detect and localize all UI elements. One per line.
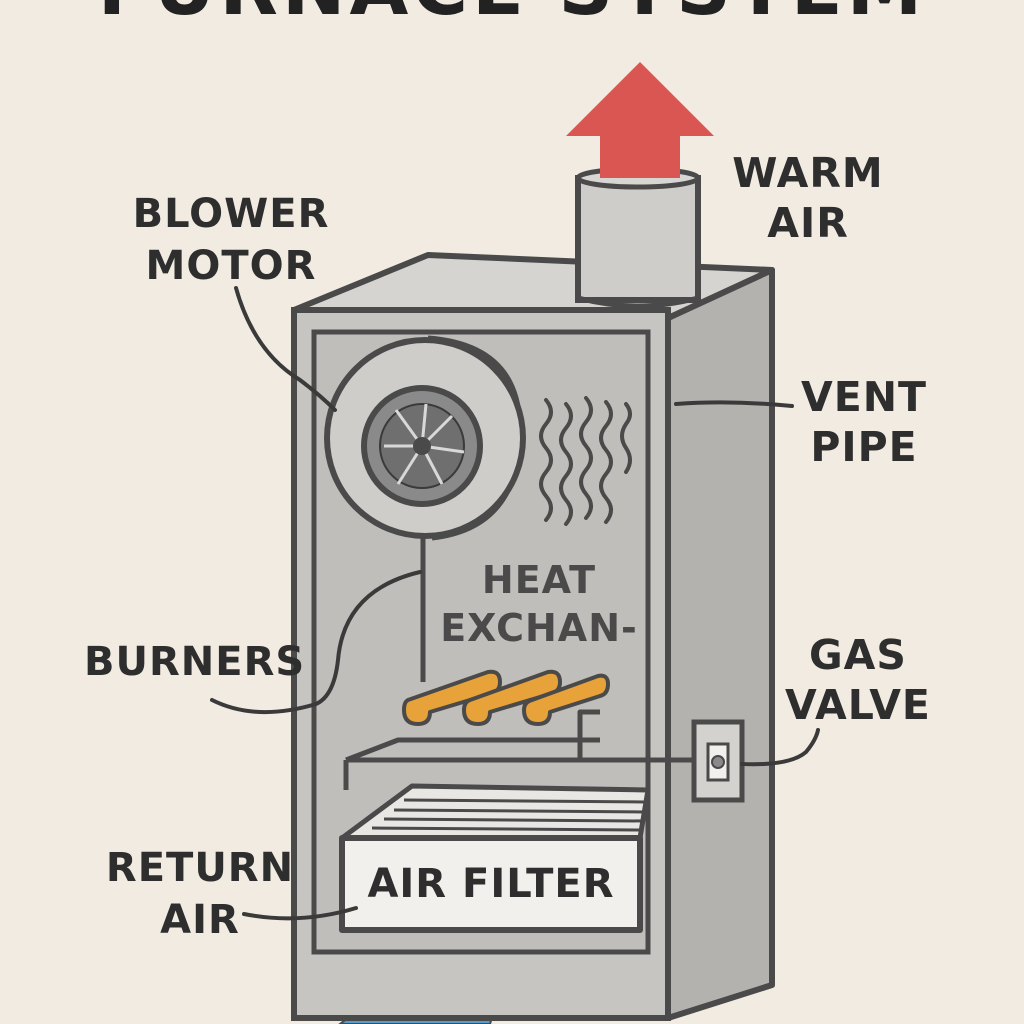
blower-motor-label: BLOWER MOTOR xyxy=(120,188,342,292)
burners-leader xyxy=(210,570,422,715)
burners xyxy=(402,669,610,726)
burner-shelf xyxy=(343,709,700,790)
air-filter-unit xyxy=(339,783,651,933)
vent-pipe-label-line2: PIPE xyxy=(810,423,918,471)
burner xyxy=(522,673,610,726)
heat-exchanger-label-line2: EXCHAN- xyxy=(440,606,638,650)
gas-valve-label-line2: VALVE xyxy=(785,681,931,729)
return-air-label: RETURN AIR xyxy=(100,842,300,946)
gas-valve xyxy=(691,719,745,803)
vent-pipe-leader xyxy=(674,400,794,408)
vent-pipe-label: VENT PIPE xyxy=(786,372,942,472)
vent-pipe-label-line1: VENT xyxy=(800,373,928,421)
burner xyxy=(402,669,502,726)
warm-air-label-line1: WARM xyxy=(732,149,884,197)
gas-valve-label-line1: GAS xyxy=(809,631,907,679)
diagram-title: FURNACE SYSTEM xyxy=(0,0,1024,28)
gas-valve-label: GAS VALVE xyxy=(772,630,944,730)
heat-exchanger-label: HEAT EXCHAN- xyxy=(436,556,642,652)
return-air-leader xyxy=(242,906,358,921)
heat-exchanger-label-line1: HEAT xyxy=(481,558,597,602)
return-air-label-line2: AIR xyxy=(160,897,240,943)
blower-fan xyxy=(361,385,483,507)
cabinet-side-panel xyxy=(665,267,775,1021)
warm-air-arrow xyxy=(566,62,714,178)
return-air-label-line1: RETURN xyxy=(105,845,295,891)
blower-motor-label-line2: MOTOR xyxy=(145,243,317,289)
blower-motor-leader xyxy=(234,286,337,412)
burners-label: BURNERS xyxy=(84,639,306,685)
heat-exchanger-waves xyxy=(539,396,632,526)
gas-valve-leader xyxy=(740,728,820,767)
warm-air-outlet xyxy=(575,166,701,309)
warm-air-label: WARM AIR xyxy=(720,148,896,248)
warm-air-label-line2: AIR xyxy=(767,199,849,247)
blower-motor-label-line1: BLOWER xyxy=(132,191,330,237)
air-filter-label: AIR FILTER xyxy=(367,861,615,907)
burner xyxy=(462,669,562,726)
